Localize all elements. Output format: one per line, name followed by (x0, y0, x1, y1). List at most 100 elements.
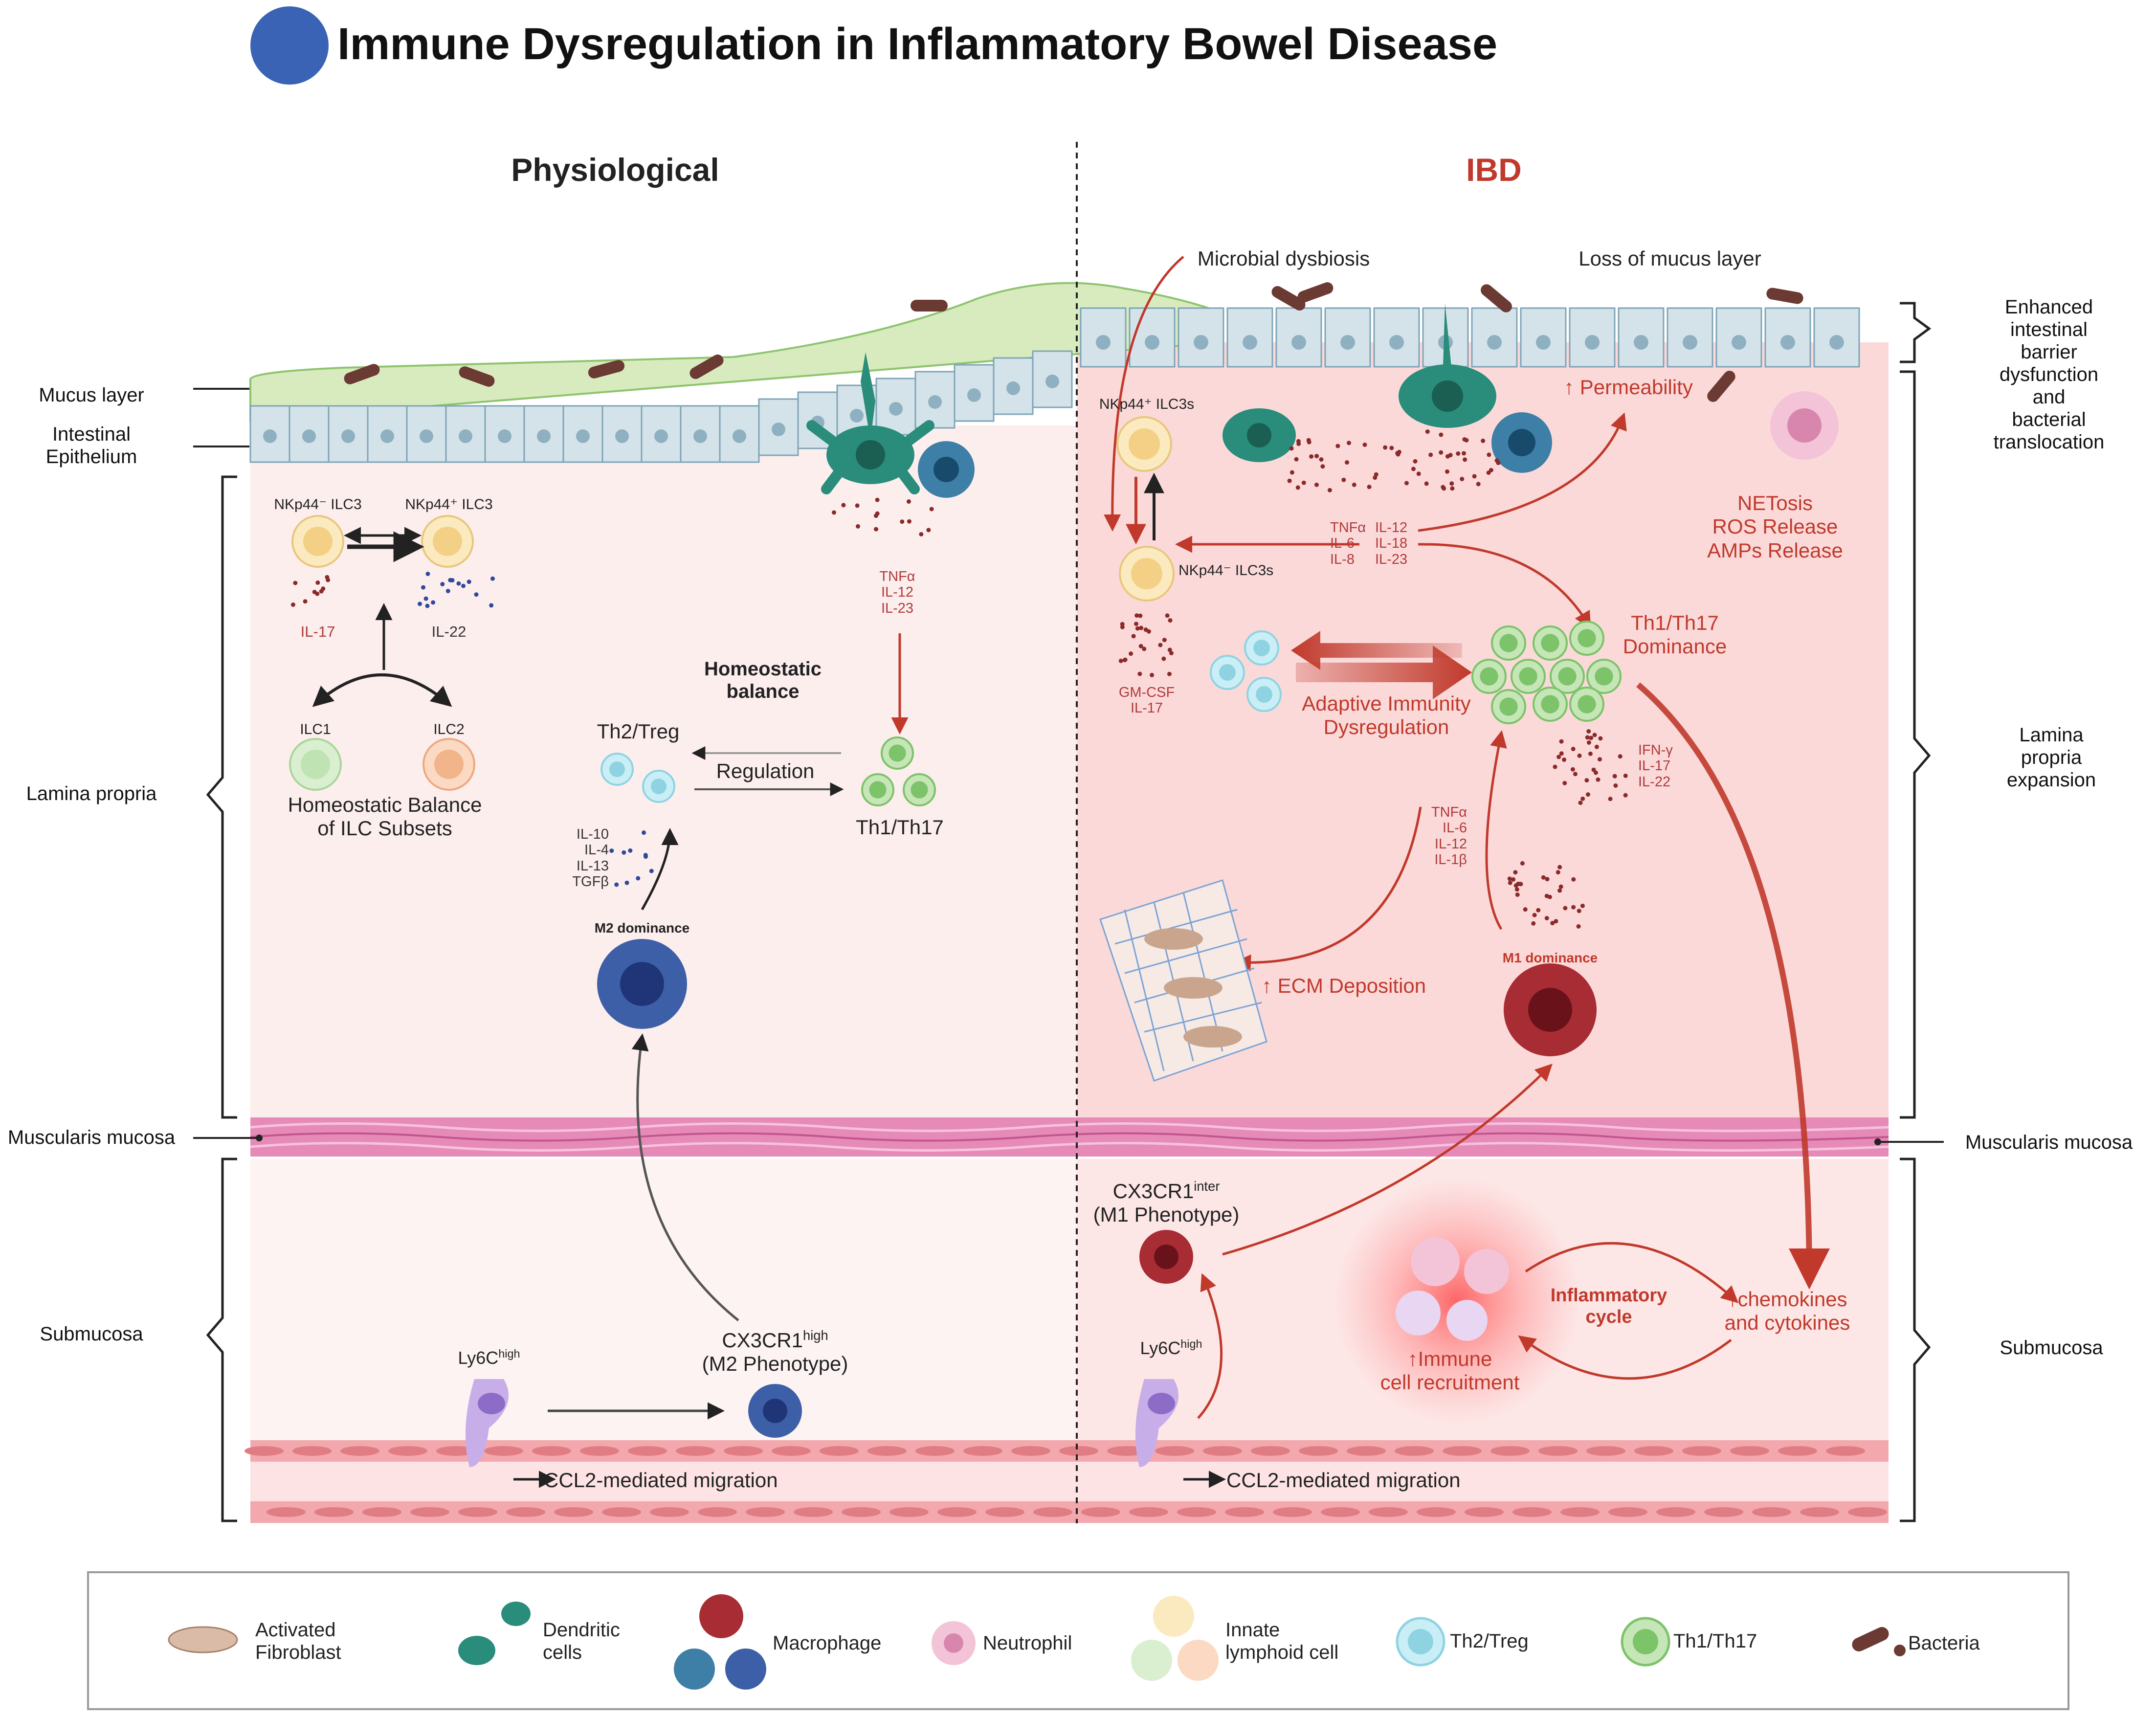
epithelial-nucleus (537, 429, 551, 443)
bacterium (1481, 284, 1512, 312)
label-submucosa-right: Submucosa (2000, 1337, 2103, 1359)
ibd-dc-cytokine-dot (1411, 467, 1416, 471)
m1-cytokine-dot (1544, 893, 1549, 898)
bacterium (1766, 288, 1803, 304)
il22-dot (450, 578, 455, 583)
endothelial-cell (1251, 1446, 1290, 1456)
label-il22: IL-22 (431, 623, 467, 640)
panel-title-ibd: IBD (1466, 152, 1522, 188)
th-cytokine-dot (1591, 767, 1596, 772)
ibd-dc-cytokine-dot (1314, 454, 1319, 459)
ibd-epithelial-nucleus (1389, 335, 1404, 350)
bacterium (1297, 282, 1334, 303)
epithelial-nucleus (420, 429, 433, 443)
endothelial-cell (506, 1507, 545, 1517)
m2-cytokine-dot (643, 854, 648, 859)
m1-cytokine-dot (1558, 884, 1563, 889)
gmcsf-dot (1168, 618, 1173, 623)
submucosa-left (250, 1159, 1077, 1443)
ibd-dc-cytokine-dot (1389, 446, 1394, 450)
bacterium (459, 366, 495, 387)
mucus-layer (249, 282, 1223, 422)
ibd-dc-cytokine-dot (1481, 438, 1486, 443)
ibd-dc-cytokine-dot (1374, 472, 1378, 477)
epithelial-nucleus (576, 429, 590, 443)
label-th-cytokines: IFN-γ IL-17 IL-22 (1638, 742, 1673, 790)
legend-label-th2-treg: Th2/Treg (1450, 1630, 1529, 1652)
endothelial-cell (292, 1446, 332, 1456)
th2-treg-cells-left (600, 753, 675, 803)
m1-cytokine-dot (1514, 887, 1519, 892)
ibd-dc-cytokine-dot (1487, 452, 1491, 457)
m2-cytokine-dot (636, 876, 641, 881)
ibd-th1-cell-nucleus (1480, 667, 1498, 686)
epithelial-nucleus (615, 429, 629, 443)
legend-label-macrophage: Macrophage (773, 1632, 882, 1654)
ibd-dc-cytokine-dot (1439, 450, 1444, 455)
th-cytokine-dot (1586, 729, 1591, 734)
bacterium (1271, 286, 1306, 311)
m2-cytokine-dot (609, 848, 614, 853)
endothelial-cell (724, 1446, 763, 1456)
ibd-epithelial-nucleus (1585, 335, 1600, 350)
fibroblast-ecm-mesh (1099, 879, 1267, 1082)
ibd-ilc3-nkp44neg (1119, 546, 1175, 602)
th-cytokine-dot (1559, 739, 1564, 744)
legend-label-ilc: Innate lymphoid cell (1225, 1619, 1339, 1663)
endothelial-cell (532, 1446, 571, 1456)
legend-neutrophil-icon (932, 1621, 976, 1665)
dc-cytokine-dot (929, 507, 934, 512)
gmcsf-dot (1123, 657, 1128, 662)
endothelial-cell (889, 1507, 929, 1517)
legend-label-neutrophil: Neutrophil (983, 1632, 1072, 1654)
th-cytokine-dot (1598, 757, 1602, 762)
dc-cytokine-dot (831, 510, 836, 515)
ibd-dc-cytokine-dot (1404, 481, 1409, 486)
ibd-epithelial-nucleus (1145, 335, 1159, 350)
ly6c-monocyte-right (1135, 1379, 1178, 1467)
endothelial-cell (436, 1446, 475, 1456)
ilc2-cell (422, 738, 475, 791)
endothelial-cell (1033, 1507, 1072, 1517)
endothelial-cell (1704, 1507, 1743, 1517)
ibd-epithelial-nucleus (1829, 335, 1844, 350)
ibd-ilc3-nkp44pos (1116, 416, 1172, 472)
th-cytokine-dot (1623, 773, 1628, 778)
ibd-dc-cytokine-dot (1445, 469, 1449, 474)
ibd-dc-cytokine-dot (1442, 486, 1446, 491)
th-cytokine-dot (1578, 801, 1583, 805)
il22-dot (440, 582, 445, 587)
legend-label-fibroblast: Activated Fibroblast (255, 1619, 341, 1663)
th-cytokine-dot (1613, 783, 1618, 788)
endothelial-cell (1225, 1507, 1264, 1517)
bracket-lamina-left (206, 475, 237, 1119)
ibd-th1-cell-nucleus (1499, 697, 1518, 716)
endothelial-cell (580, 1446, 619, 1456)
label-chemokines-cytokines: ↑chemokines and cytokines (1724, 1288, 1850, 1335)
ibd-dc-cytokine-dot (1289, 470, 1294, 475)
ibd-dc-cytokine-dot (1416, 471, 1421, 476)
endothelial-cell (698, 1507, 737, 1517)
ibd-epithelial-nucleus (1780, 335, 1795, 350)
endothelial-cell (340, 1446, 379, 1456)
ibd-epithelium (1080, 307, 1860, 368)
th-cytokine-dot (1562, 780, 1567, 785)
page-title: Immune Dysregulation in Inflammatory Bow… (337, 19, 1498, 69)
m1-cytokine-dot (1515, 882, 1520, 887)
il22-dot (425, 603, 430, 608)
label-immune-recruitment: ↑Immune cell recruitment (1380, 1347, 1520, 1394)
dc-cytokine-dot (841, 503, 846, 508)
epithelial-nucleus (850, 409, 864, 423)
epithelial-nucleus (654, 429, 668, 443)
dendritic-cell (806, 352, 934, 494)
endothelial-cell (1347, 1446, 1386, 1456)
epithelial-nucleus (380, 429, 394, 443)
endothelial-cell (1560, 1507, 1600, 1517)
m2-cytokine-dot (642, 830, 646, 835)
endothelial-cell (410, 1507, 449, 1517)
m2-macrophage (597, 939, 687, 1029)
m1-cytokine-dot (1523, 907, 1528, 912)
ibd-dc-cytokine-dot (1472, 474, 1477, 479)
endothelial-cell (602, 1507, 641, 1517)
m1-cytokine-dot (1577, 909, 1581, 914)
